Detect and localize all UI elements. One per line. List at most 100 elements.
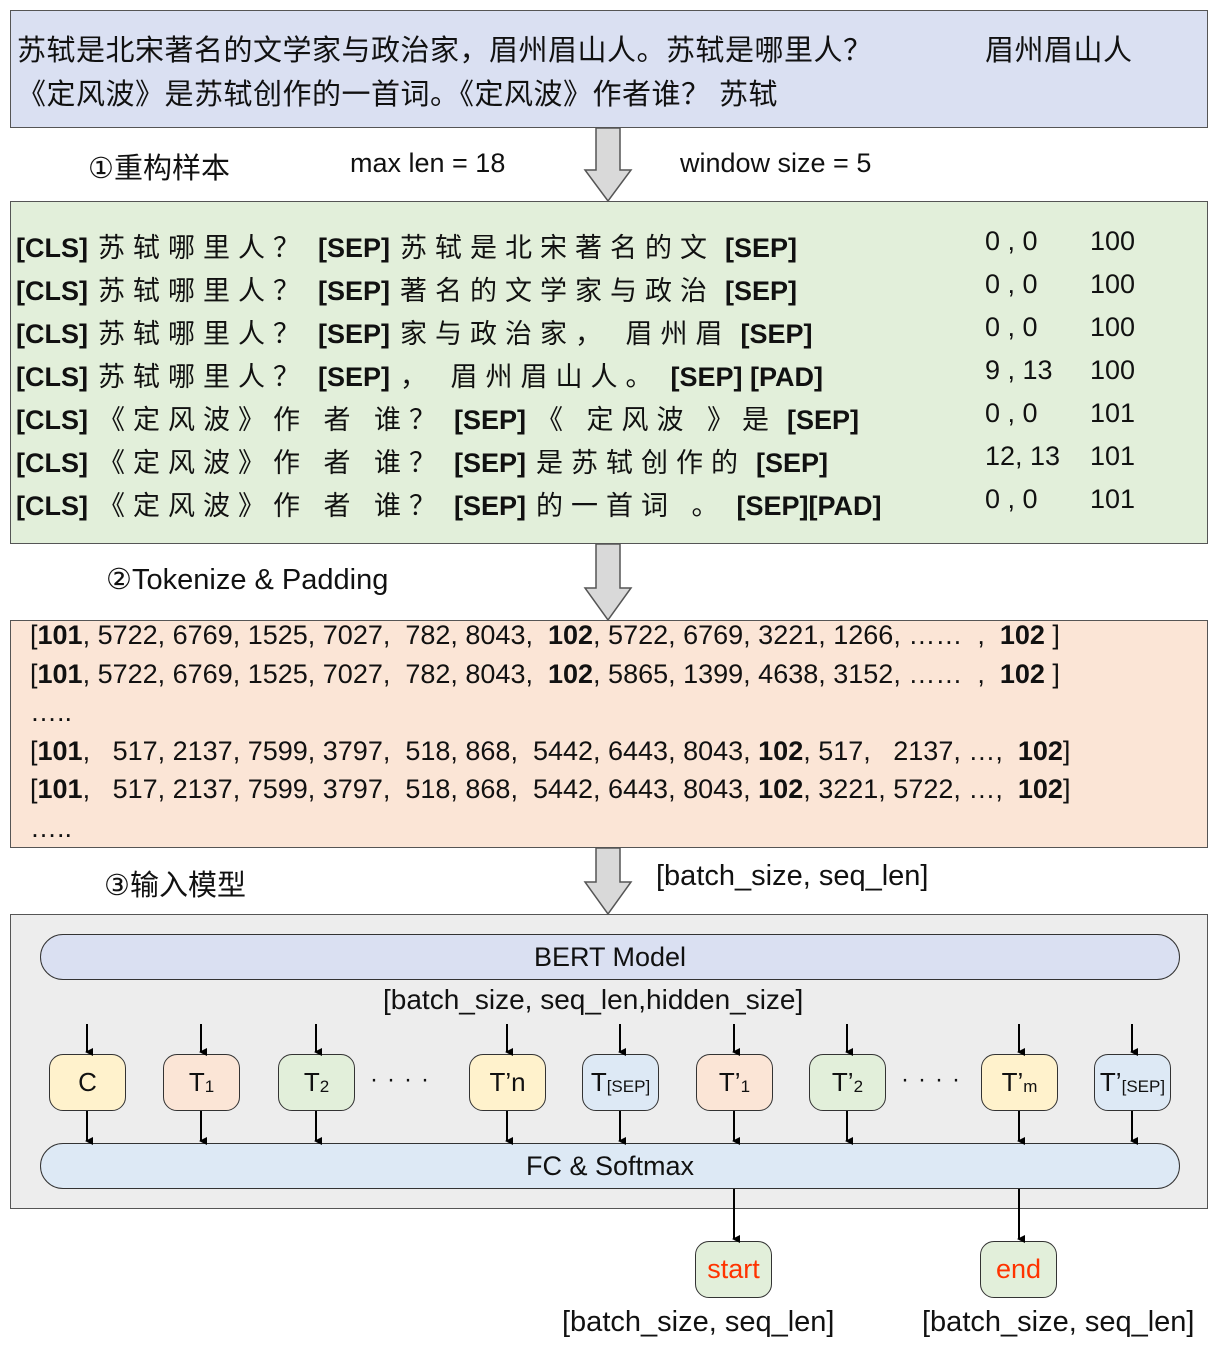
sample-context: 是苏轼创作的 <box>536 448 747 478</box>
end-shape-label: [batch_size, seq_len] <box>922 1306 1195 1338</box>
context-ids: , 517, 2137, …, <box>803 735 1018 766</box>
token-ids-ellipsis: ….. <box>30 813 72 844</box>
sep-token: [SEP] <box>317 233 390 263</box>
source-answer-1: 眉州眉山人 <box>985 35 1133 67</box>
sample-tail-tokens: [SEP] <box>756 448 829 478</box>
input-shape-label: [batch_size, seq_len] <box>656 860 929 892</box>
sample-tail-tokens: [SEP] <box>725 276 798 306</box>
sample-context: ， 眉州眉山人。 <box>400 362 661 392</box>
sample-context: 家与政治家， 眉州眉 <box>400 319 731 349</box>
question-ids: , 517, 2137, 7599, 3797, 518, 868, 5442,… <box>82 774 759 805</box>
question-ids: , 517, 2137, 7599, 3797, 518, 868, 5442,… <box>82 735 759 766</box>
token-ids-box <box>10 620 1208 848</box>
token-node-subscript: [SEP] <box>606 1076 651 1096</box>
sep-token: [SEP] <box>454 448 527 478</box>
token-node-main: T <box>188 1067 205 1097</box>
start-output-node: start <box>695 1241 772 1298</box>
sep-id: 102 <box>547 620 594 650</box>
cls-token: [CLS] <box>16 448 88 478</box>
step-3-label: ③输入模型 <box>104 870 246 902</box>
sample-question: 苏轼哪里人？ <box>97 276 308 306</box>
flow-arrow-1 <box>583 127 633 203</box>
sep-id: 102 <box>758 735 804 766</box>
sample-row: [CLS] 苏轼哪里人？ [SEP] ， 眉州眉山人。 [SEP] [PAD] <box>16 355 823 395</box>
answer-positions: 0 , 0 <box>985 269 1038 299</box>
sep-token: [SEP] <box>317 362 390 392</box>
sample-question: 苏轼哪里人？ <box>97 362 308 392</box>
sample-row: [CLS] 《定风波》作 者 谁？ [SEP] 是苏轼创作的 [SEP] <box>16 441 828 481</box>
open-bracket: [ <box>30 774 38 805</box>
sample-tail-tokens: [SEP] [PAD] <box>670 362 824 392</box>
sample-question: 《定风波》作 者 谁？ <box>97 405 444 435</box>
cls-token: [CLS] <box>16 362 88 392</box>
token-node-main: T’ <box>1099 1067 1122 1097</box>
fc-softmax-block: FC & Softmax <box>40 1143 1180 1189</box>
step-1-label: ①重构样本 <box>88 153 230 185</box>
sep-token: [SEP] <box>317 319 390 349</box>
cls-token: [CLS] <box>16 319 88 349</box>
close-bracket: ] <box>1062 774 1071 805</box>
sample-tail-tokens: [SEP] <box>740 319 813 349</box>
question-ids: , 5722, 6769, 1525, 7027, 782, 8043, <box>82 620 548 650</box>
context-ids: , 3221, 5722, …, <box>803 774 1018 805</box>
sample-id: 101 <box>1090 441 1136 471</box>
token-ids-row: [101, 5722, 6769, 1525, 7027, 782, 8043,… <box>30 659 1060 690</box>
token-node-subscript: 2 <box>319 1076 330 1096</box>
sample-question: 《定风波》作 者 谁？ <box>97 448 444 478</box>
cls-token: [CLS] <box>16 276 88 306</box>
sample-context: 的一首词 。 <box>536 491 727 521</box>
token-ids-row: [101, 517, 2137, 7599, 3797, 518, 868, 5… <box>30 736 1070 767</box>
sep-id: 102 <box>758 774 804 805</box>
token-node-main: T’ <box>718 1067 741 1097</box>
sample-question: 苏轼哪里人？ <box>97 319 308 349</box>
token-node-main: T <box>590 1067 607 1097</box>
sample-tail-tokens: [SEP][PAD] <box>736 491 882 521</box>
sample-id: 101 <box>1090 484 1136 514</box>
sample-question: 《定风波》作 者 谁？ <box>97 491 444 521</box>
sample-tail-tokens: [SEP] <box>787 405 860 435</box>
bert-model-block: BERT Model <box>40 934 1180 980</box>
sample-id: 100 <box>1090 355 1136 385</box>
ellipsis-dots-right: ···· <box>901 1066 969 1093</box>
start-shape-label: [batch_size, seq_len] <box>562 1306 835 1338</box>
end-output-node: end <box>980 1241 1057 1298</box>
answer-positions: 12, 13 <box>985 441 1061 471</box>
question-ids: , 5722, 6769, 1525, 7027, 782, 8043, <box>82 658 548 689</box>
flow-arrow-3 <box>583 847 633 916</box>
source-text-box: 苏轼是北宋著名的文学家与政治家，眉州眉山人。苏轼是哪里人？ 眉州眉山人 《定风波… <box>10 10 1208 128</box>
token-node: T[SEP] <box>582 1054 659 1111</box>
sample-question: 苏轼哪里人？ <box>97 233 308 263</box>
fc-softmax-label: FC & Softmax <box>525 1150 695 1181</box>
end-sep-id: 102 <box>999 620 1045 650</box>
token-node-subscript: m <box>1023 1076 1038 1096</box>
sample-row: [CLS]苏轼哪里人？[SEP]著名的文学家与政治[SEP] <box>16 269 797 309</box>
answer-positions: 0 , 0 <box>985 398 1038 428</box>
token-node: T’[SEP] <box>1094 1054 1171 1111</box>
cls-token: [CLS] <box>16 491 88 521</box>
end-sep-id: 102 <box>1017 774 1063 805</box>
token-ids-row: [101, 5722, 6769, 1525, 7027, 782, 8043,… <box>30 620 1060 651</box>
answer-positions: 0 , 0 <box>985 312 1038 342</box>
token-node-main: C <box>78 1067 97 1097</box>
token-node-subscript: [SEP] <box>1121 1076 1166 1096</box>
cls-token: [CLS] <box>16 405 88 435</box>
sep-token: [SEP] <box>454 405 527 435</box>
answer-positions: 0 , 0 <box>985 226 1038 256</box>
step-2-label: ②Tokenize & Padding <box>106 564 389 596</box>
sample-row: [CLS] 苏轼哪里人？ [SEP] 家与政治家， 眉州眉 [SEP] <box>16 312 813 352</box>
token-ids-row: [101, 517, 2137, 7599, 3797, 518, 868, 5… <box>30 774 1070 805</box>
end-sep-id: 102 <box>999 658 1045 689</box>
token-node-subscript: 2 <box>853 1076 864 1096</box>
answer-positions: 9 , 13 <box>985 355 1053 385</box>
cls-id: 101 <box>37 735 83 766</box>
sample-row: [CLS]《定风波》作 者 谁？[SEP]《 定风波 》是[SEP] <box>16 398 859 438</box>
answer-positions: 0 , 0 <box>985 484 1038 514</box>
token-node-main: T’ <box>831 1067 854 1097</box>
cls-id: 101 <box>37 774 83 805</box>
hidden-shape-label: [batch_size, seq_len,hidden_size] <box>383 984 804 1015</box>
cls-id: 101 <box>37 658 83 689</box>
sample-id: 101 <box>1090 398 1136 428</box>
token-node-subscript: 1 <box>204 1076 215 1096</box>
